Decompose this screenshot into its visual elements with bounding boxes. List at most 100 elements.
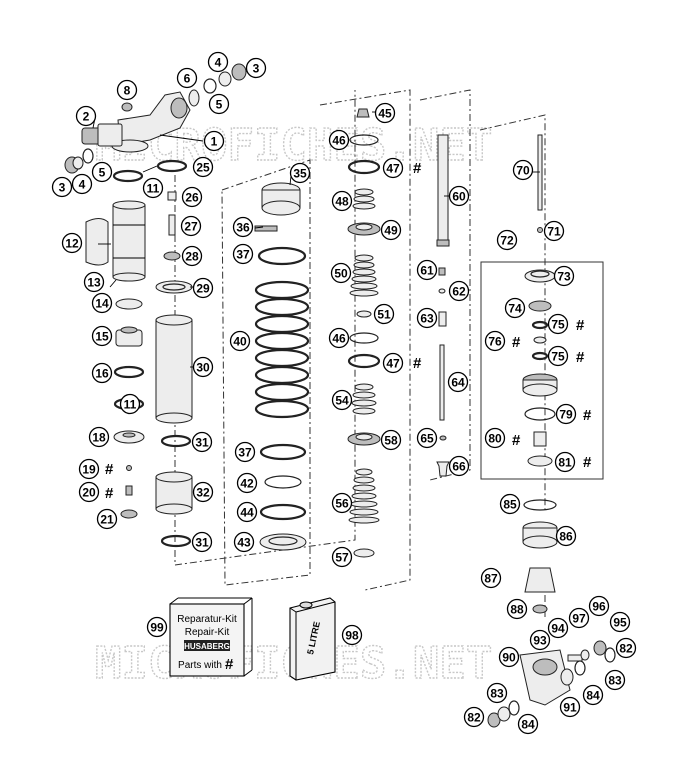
- callout-c97: 97: [568, 607, 590, 629]
- callout-c47b: 47: [382, 352, 404, 374]
- callout-circle: [373, 303, 395, 325]
- callout-number: 83: [490, 687, 504, 701]
- callout-circle: [83, 271, 105, 293]
- callout-number: 48: [335, 195, 349, 209]
- callout-c11a: 11: [142, 177, 164, 199]
- seal-head-part-86: [522, 521, 558, 549]
- callout-c80: 80: [484, 427, 506, 449]
- callout-number: 18: [92, 431, 106, 445]
- callout-number: 99: [150, 621, 164, 635]
- callout-number: 28: [185, 250, 199, 264]
- callout-number: 95: [613, 616, 627, 630]
- bushing-part-80: [533, 431, 547, 447]
- callout-circle: [91, 292, 113, 314]
- callout-c73: 73: [553, 265, 575, 287]
- callout-c21: 21: [96, 508, 118, 530]
- callout-circle: [555, 525, 577, 547]
- callout-circle: [416, 259, 438, 281]
- callout-number: 81: [558, 456, 572, 470]
- callout-number: 75: [551, 318, 565, 332]
- kit-line-3: Parts with: [178, 660, 222, 671]
- collar-part-35: [261, 182, 301, 216]
- callout-c31b: 31: [191, 531, 213, 553]
- callout-c75a: 75: [547, 313, 569, 335]
- bushing-part-91: [560, 668, 574, 686]
- callout-number: 90: [502, 651, 516, 665]
- callout-number: 79: [559, 408, 573, 422]
- callout-c3a: 3: [51, 176, 73, 198]
- oring-part-11-upper: [112, 169, 144, 183]
- callout-circle: [382, 352, 404, 374]
- callout-number: 97: [572, 612, 586, 626]
- callout-circle: [484, 330, 506, 352]
- callout-circle: [330, 262, 352, 284]
- callout-c6: 6: [176, 67, 198, 89]
- seat-part-43: [259, 533, 307, 551]
- callout-number: 94: [551, 622, 565, 636]
- hash-75-lower: #: [576, 349, 585, 366]
- callout-circle: [498, 646, 520, 668]
- cap-part-73: [524, 269, 556, 283]
- callout-circle: [547, 345, 569, 367]
- washer-part-65: [439, 435, 447, 441]
- rod-part-60: [436, 134, 450, 247]
- shims-part-48: [352, 188, 376, 210]
- callout-circle: [448, 185, 470, 207]
- callout-circle: [91, 362, 113, 384]
- bolt-part-8: [121, 102, 133, 112]
- callout-number: 76: [488, 335, 502, 349]
- callout-circle: [416, 307, 438, 329]
- callout-number: 66: [452, 460, 466, 474]
- callout-c81: 81: [554, 451, 576, 473]
- callout-circle: [191, 431, 213, 453]
- callout-circle: [192, 356, 214, 378]
- ring-part-31-lower: [160, 534, 192, 548]
- callout-c65: 65: [416, 427, 438, 449]
- callout-number: 64: [451, 376, 465, 390]
- callout-c37b: 37: [234, 441, 256, 463]
- callout-c44: 44: [236, 501, 258, 523]
- callout-number: 3: [59, 181, 66, 195]
- callout-circle: [207, 51, 229, 73]
- callout-number: 40: [233, 335, 247, 349]
- callout-c88: 88: [506, 598, 528, 620]
- callout-circle: [289, 162, 311, 184]
- callout-circle: [331, 546, 353, 568]
- callout-circle: [448, 455, 470, 477]
- bushing-set-left: [64, 148, 94, 174]
- callout-c51: 51: [373, 303, 395, 325]
- callout-c20: 20: [78, 481, 100, 503]
- kit-line-1: Reparatur-Kit: [177, 614, 237, 625]
- callout-circle: [192, 481, 214, 503]
- ring-part-29: [155, 280, 193, 294]
- callout-c28: 28: [181, 245, 203, 267]
- adjuster-part-66: [436, 461, 450, 477]
- callout-number: 87: [484, 572, 498, 586]
- washer-part-74: [528, 300, 552, 312]
- callout-c84b: 84: [517, 713, 539, 735]
- callout-circle: [559, 696, 581, 718]
- callout-circle: [331, 389, 353, 411]
- ball-part-19: [126, 465, 132, 471]
- oring-part-75-upper: [531, 320, 549, 330]
- callout-number: 62: [452, 285, 466, 299]
- callout-number: 32: [196, 486, 210, 500]
- callout-c56: 56: [331, 492, 353, 514]
- callout-circle: [448, 280, 470, 302]
- hash-20: #: [105, 485, 114, 502]
- callout-c27: 27: [180, 215, 202, 237]
- callout-circle: [328, 327, 350, 349]
- callout-number: 47: [386, 357, 400, 371]
- body-part-72-housing: [522, 373, 558, 397]
- callout-number: 37: [236, 248, 250, 262]
- callout-c19: 19: [78, 458, 100, 480]
- callout-circle: [529, 629, 551, 651]
- callout-c98: 98: [341, 624, 363, 646]
- callout-circle: [232, 243, 254, 265]
- callout-circle: [181, 245, 203, 267]
- callout-circle: [615, 637, 637, 659]
- callout-circle: [382, 157, 404, 179]
- stop-part-26: [167, 191, 177, 201]
- callout-number: 27: [184, 220, 198, 234]
- callout-circle: [75, 105, 97, 127]
